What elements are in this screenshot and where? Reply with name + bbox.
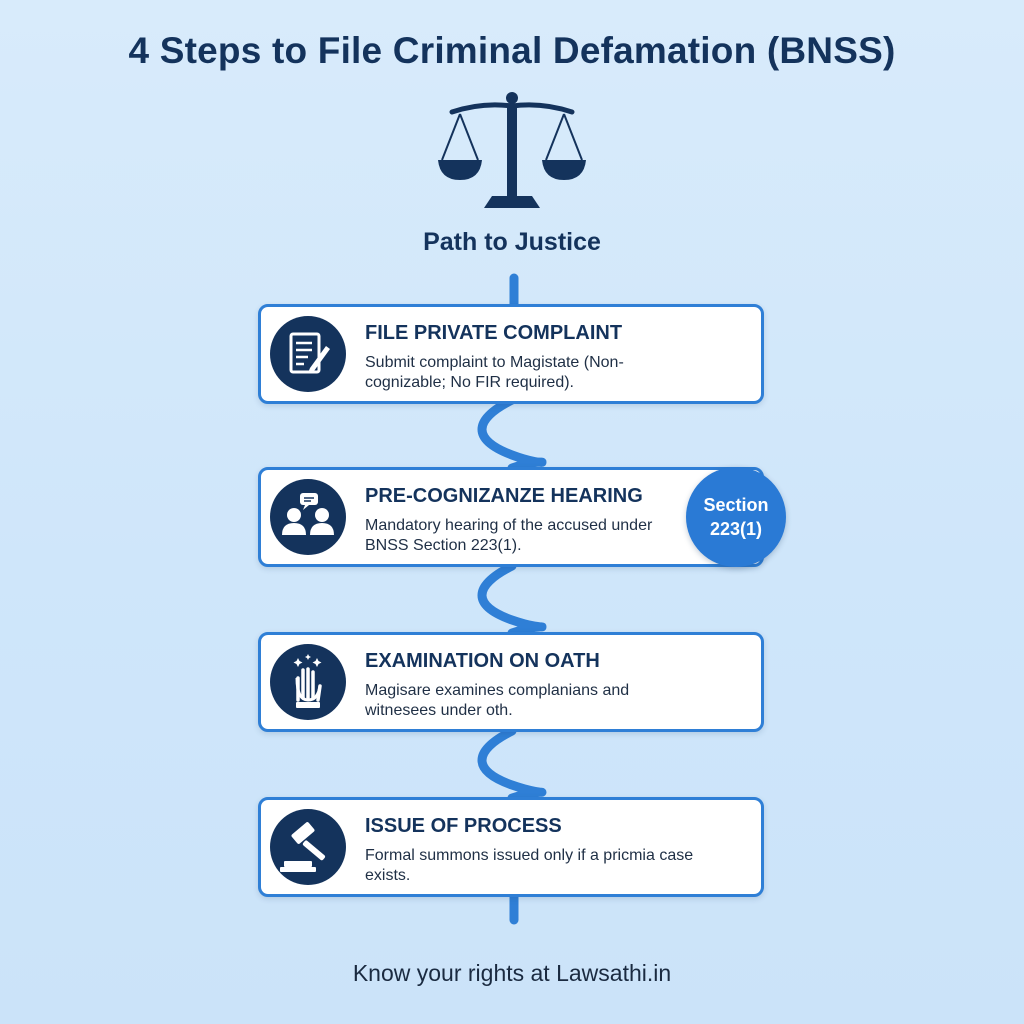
- step-description: Magisare examines complanians and witnes…: [365, 682, 630, 719]
- section-badge: Section 223(1): [686, 467, 786, 567]
- footer-text: Know your rights at Lawsathi.in: [352, 960, 672, 986]
- gavel-icon: [270, 809, 346, 885]
- step-description: Formal summons issued only if a pricmia …: [365, 847, 694, 884]
- document-pen-icon: [270, 316, 346, 392]
- step-description: Submit complaint to Magistate (Non-cogni…: [365, 354, 624, 391]
- step-card-examination-on-oath: EXAMINATION ON OATH Magisare examines co…: [258, 632, 764, 732]
- step-title: PRE-COGNIZANZE HEARING: [365, 485, 643, 507]
- people-conversation-icon: [270, 479, 346, 555]
- step-card-pre-cognizance-hearing: PRE-COGNIZANZE HEARING Mandatory hearing…: [258, 467, 764, 567]
- scales-of-justice-icon: [432, 88, 592, 218]
- step-title: FILE PRIVATE COMPLAINT: [365, 322, 623, 344]
- step-title: EXAMINATION ON OATH: [365, 650, 600, 672]
- path-subtitle: Path to Justice: [423, 228, 601, 256]
- page-title: 4 Steps to File Criminal Defamation (BNS…: [128, 30, 896, 71]
- raised-hand-oath-icon: [270, 644, 346, 720]
- badge-line-2: 223(1): [709, 519, 763, 539]
- badge-line-1: Section: [703, 495, 769, 515]
- step-card-issue-of-process: ISSUE OF PROCESS Formal summons issued o…: [258, 797, 764, 897]
- step-card-file-private-complaint: FILE PRIVATE COMPLAINT Submit complaint …: [258, 304, 764, 404]
- step-title: ISSUE OF PROCESS: [365, 815, 562, 837]
- step-description: Mandatory hearing of the accused under B…: [365, 517, 653, 554]
